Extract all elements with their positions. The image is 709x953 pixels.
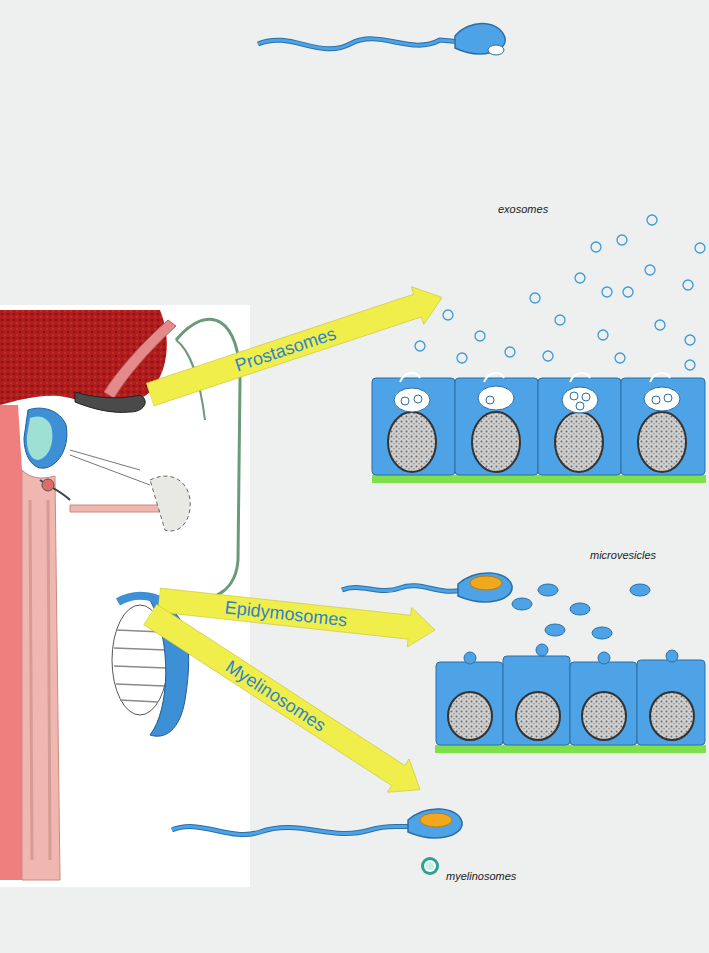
epithelium-exosomes — [258, 23, 706, 483]
part-label: microvesicles — [590, 549, 656, 561]
sperm-myelinosome — [172, 809, 462, 875]
epithelium-microvesicles — [342, 573, 706, 753]
part-label: myelinosomes — [446, 870, 516, 882]
part-label: exosomes — [498, 203, 548, 215]
